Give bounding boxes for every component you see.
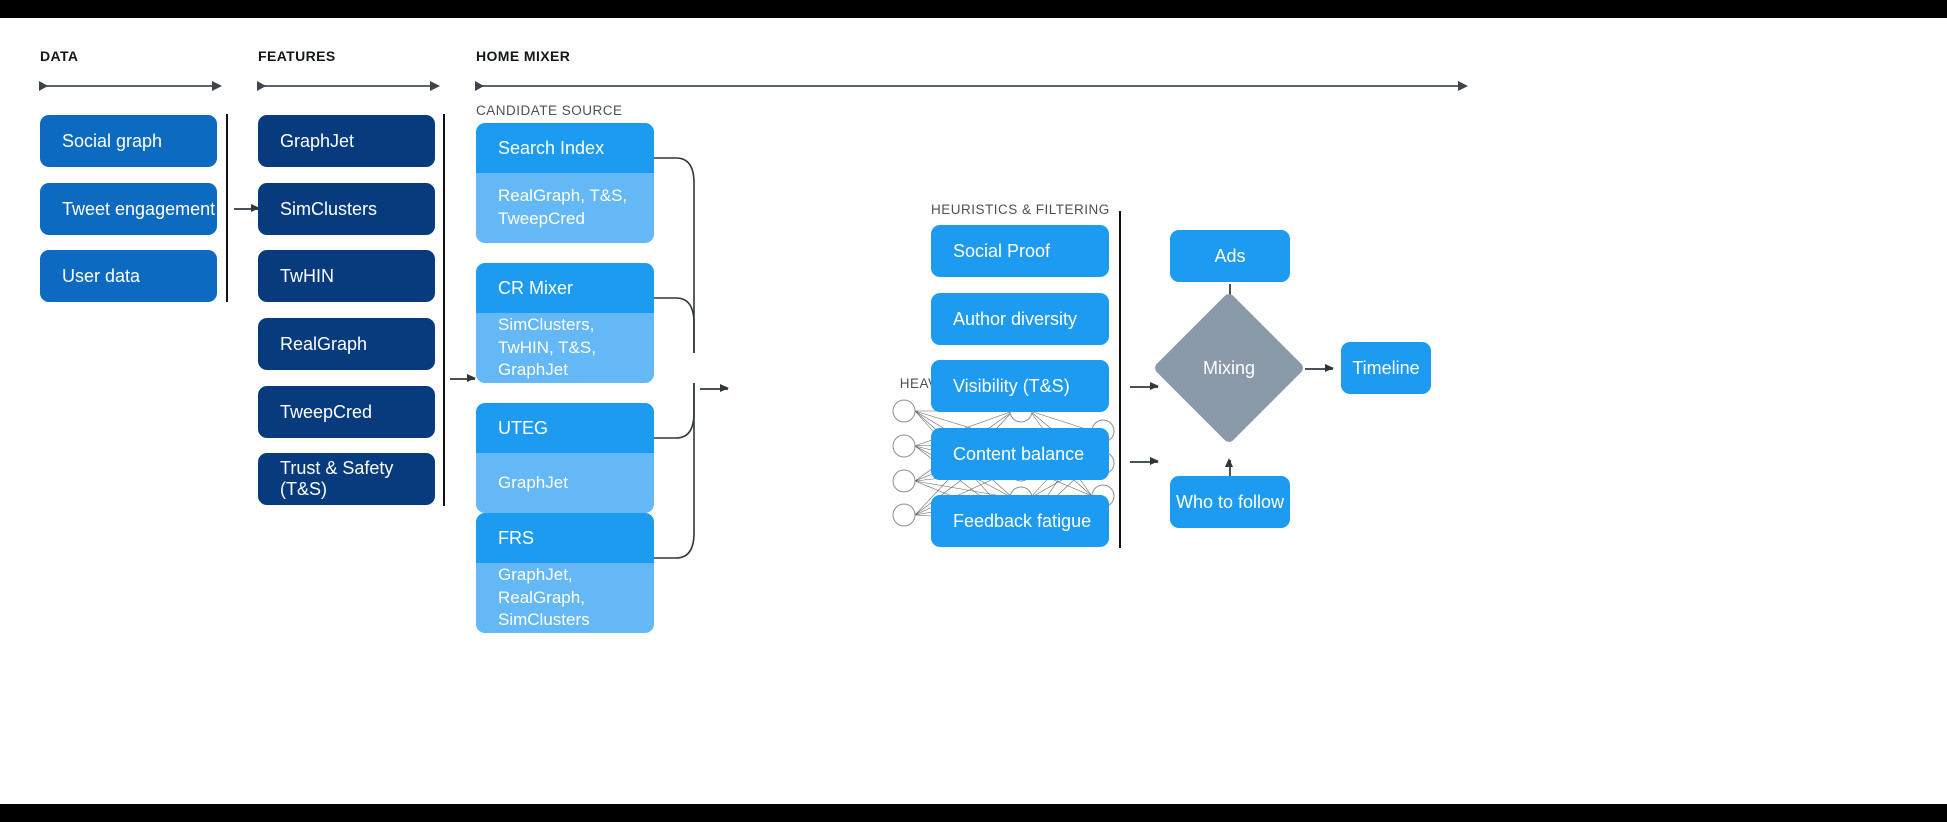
axis-home-mixer (475, 81, 1468, 91)
axis-features (257, 81, 440, 91)
sublabel-heuristics: HEURISTICS & FILTERING (931, 202, 1110, 217)
feature-box-twhin[interactable]: TwHIN (258, 250, 435, 302)
heuristic-box-label: Social Proof (953, 240, 1051, 261)
heuristic-box-social-proof[interactable]: Social Proof (931, 225, 1109, 277)
feature-box-label: TwHIN (280, 265, 334, 286)
data-box-label: Tweet engagement (62, 198, 216, 219)
heuristic-box-content-balance[interactable]: Content balance (931, 428, 1109, 480)
candidate-source-frs[interactable]: FRS GraphJet, RealGraph, SimClusters (476, 513, 654, 633)
connector-candidates-to-ranker (654, 157, 695, 559)
candidate-source-title: CR Mixer (476, 263, 654, 313)
arrow-candidates-to-ranker (700, 384, 729, 392)
output-box-label: Ads (1214, 245, 1246, 266)
feature-box-label: GraphJet (280, 130, 355, 151)
heuristic-box-label: Visibility (T&S) (953, 375, 1070, 396)
heuristic-box-visibility[interactable]: Visibility (T&S) (931, 360, 1109, 412)
heuristic-box-label: Feedback fatigue (953, 510, 1092, 531)
data-box-label: User data (62, 265, 141, 286)
candidate-source-features: RealGraph, T&S, TweepCred (476, 173, 654, 243)
diagram-canvas: DATA FEATURES HOME MIXER Social graph Tw… (0, 18, 1947, 804)
sublabel-candidate-source: CANDIDATE SOURCE (476, 103, 623, 118)
output-box-ads[interactable]: Ads (1170, 230, 1290, 282)
candidate-source-uteg[interactable]: UTEG GraphJet (476, 403, 654, 513)
output-box-timeline[interactable]: Timeline (1341, 342, 1431, 394)
section-label-home-mixer: HOME MIXER (476, 48, 571, 64)
candidate-source-search-index[interactable]: Search Index RealGraph, T&S, TweepCred (476, 123, 654, 243)
candidate-source-cr-mixer[interactable]: CR Mixer SimClusters, TwHIN, T&S, GraphJ… (476, 263, 654, 383)
heuristic-box-author-diversity[interactable]: Author diversity (931, 293, 1109, 345)
data-box-label: Social graph (62, 130, 163, 151)
feature-box-label: SimClusters (280, 198, 378, 219)
data-box-social-graph[interactable]: Social graph (40, 115, 217, 167)
feature-box-trust-safety[interactable]: Trust & Safety (T&S) (258, 453, 435, 505)
candidate-source-title: FRS (476, 513, 654, 563)
divider-data-features (226, 114, 228, 302)
candidate-source-features: GraphJet, RealGraph, SimClusters (476, 563, 654, 633)
axis-data (39, 81, 222, 91)
feature-box-label: TweepCred (280, 401, 373, 422)
feature-box-realgraph[interactable]: RealGraph (258, 318, 435, 370)
output-box-who-to-follow[interactable]: Who to follow (1170, 476, 1290, 528)
output-box-label: Who to follow (1175, 491, 1285, 512)
data-box-tweet-engagement[interactable]: Tweet engagement (40, 183, 217, 235)
arrow-heuristics-to-mixing (1130, 382, 1159, 390)
feature-box-label: Trust & Safety (T&S) (280, 458, 394, 499)
output-box-label: Timeline (1352, 357, 1420, 378)
section-label-data: DATA (40, 48, 79, 64)
candidate-source-title: Search Index (476, 123, 654, 173)
arrow-who-to-follow-to-mixing (1225, 458, 1233, 482)
candidate-source-title: UTEG (476, 403, 654, 453)
arrow-features-to-candidates (450, 374, 476, 382)
feature-box-label: RealGraph (280, 333, 368, 354)
heuristic-box-label: Author diversity (953, 308, 1078, 329)
mixing-label: Mixing (1202, 357, 1255, 378)
arrow-data-to-features (234, 204, 260, 212)
feature-box-graphjet[interactable]: GraphJet (258, 115, 435, 167)
divider-heuristics-mixing (1119, 211, 1121, 548)
heuristic-box-feedback-fatigue[interactable]: Feedback fatigue (931, 495, 1109, 547)
heuristic-box-label: Content balance (953, 443, 1085, 464)
data-box-user-data[interactable]: User data (40, 250, 217, 302)
candidate-source-features: SimClusters, TwHIN, T&S, GraphJet (476, 313, 654, 383)
candidate-source-features: GraphJet (476, 453, 654, 513)
divider-features-candidates (443, 114, 445, 506)
feature-box-simclusters[interactable]: SimClusters (258, 183, 435, 235)
arrow-mixing-to-timeline (1305, 364, 1334, 372)
section-label-features: FEATURES (258, 48, 336, 64)
arrow-ranker-to-heuristics (1130, 457, 1159, 465)
feature-box-tweepcred[interactable]: TweepCred (258, 386, 435, 438)
